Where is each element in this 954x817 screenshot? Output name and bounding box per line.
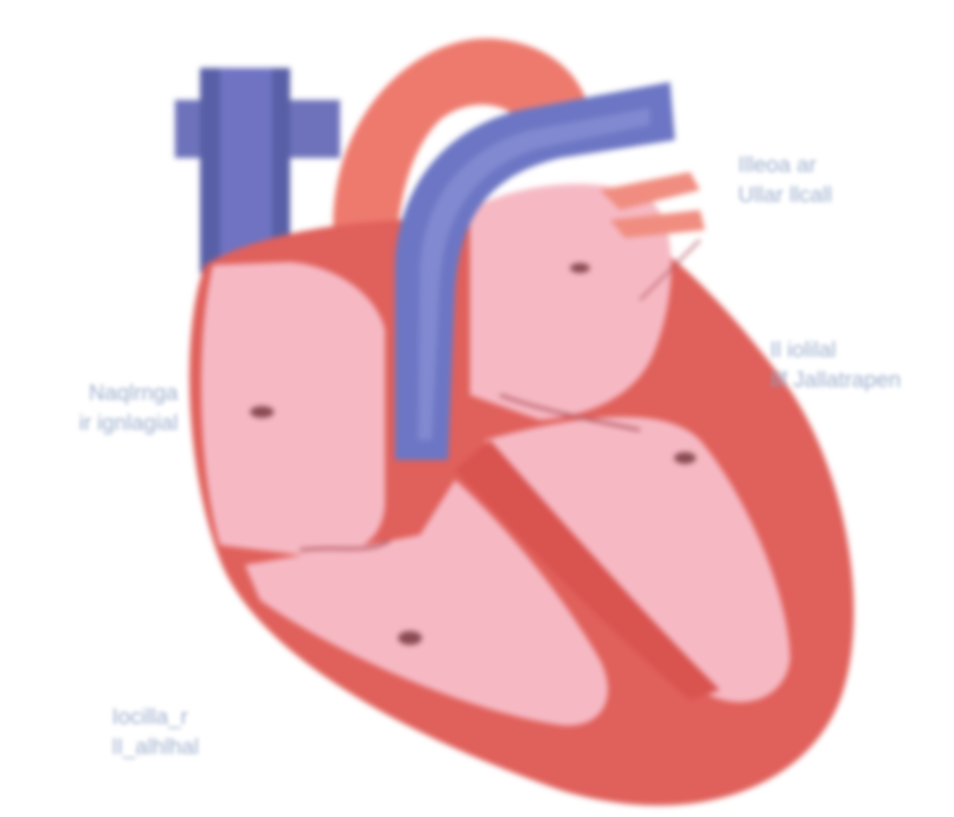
label-top-right-line1: Illeoa ar	[738, 150, 832, 180]
label-bottom-line2: lI_alhlhal	[112, 732, 199, 762]
valve-mark-4	[570, 263, 590, 273]
label-bottom: Iocilla_r lI_alhlhal	[112, 702, 199, 762]
label-bottom-line1: Iocilla_r	[112, 702, 199, 732]
valve-mark-3	[674, 452, 696, 464]
valve-mark-2	[398, 631, 422, 645]
right-atrium	[201, 262, 385, 556]
label-mid-right: Il iolilal Ilf Jallatrapen	[770, 335, 901, 395]
valve-mark-1	[250, 406, 274, 418]
label-mid-right-line1: Il iolilal	[770, 335, 901, 365]
label-mid-right-line2: Ilf Jallatrapen	[770, 365, 901, 395]
label-left: Naqlrnga ir ignlagial	[28, 378, 178, 438]
label-left-line2: ir ignlagial	[28, 408, 178, 438]
label-left-line1: Naqlrnga	[28, 378, 178, 408]
label-top-right: Illeoa ar Ullar llcall	[738, 150, 832, 210]
vena-cava-shade	[200, 68, 220, 273]
label-top-right-line2: Ullar llcall	[738, 180, 832, 210]
